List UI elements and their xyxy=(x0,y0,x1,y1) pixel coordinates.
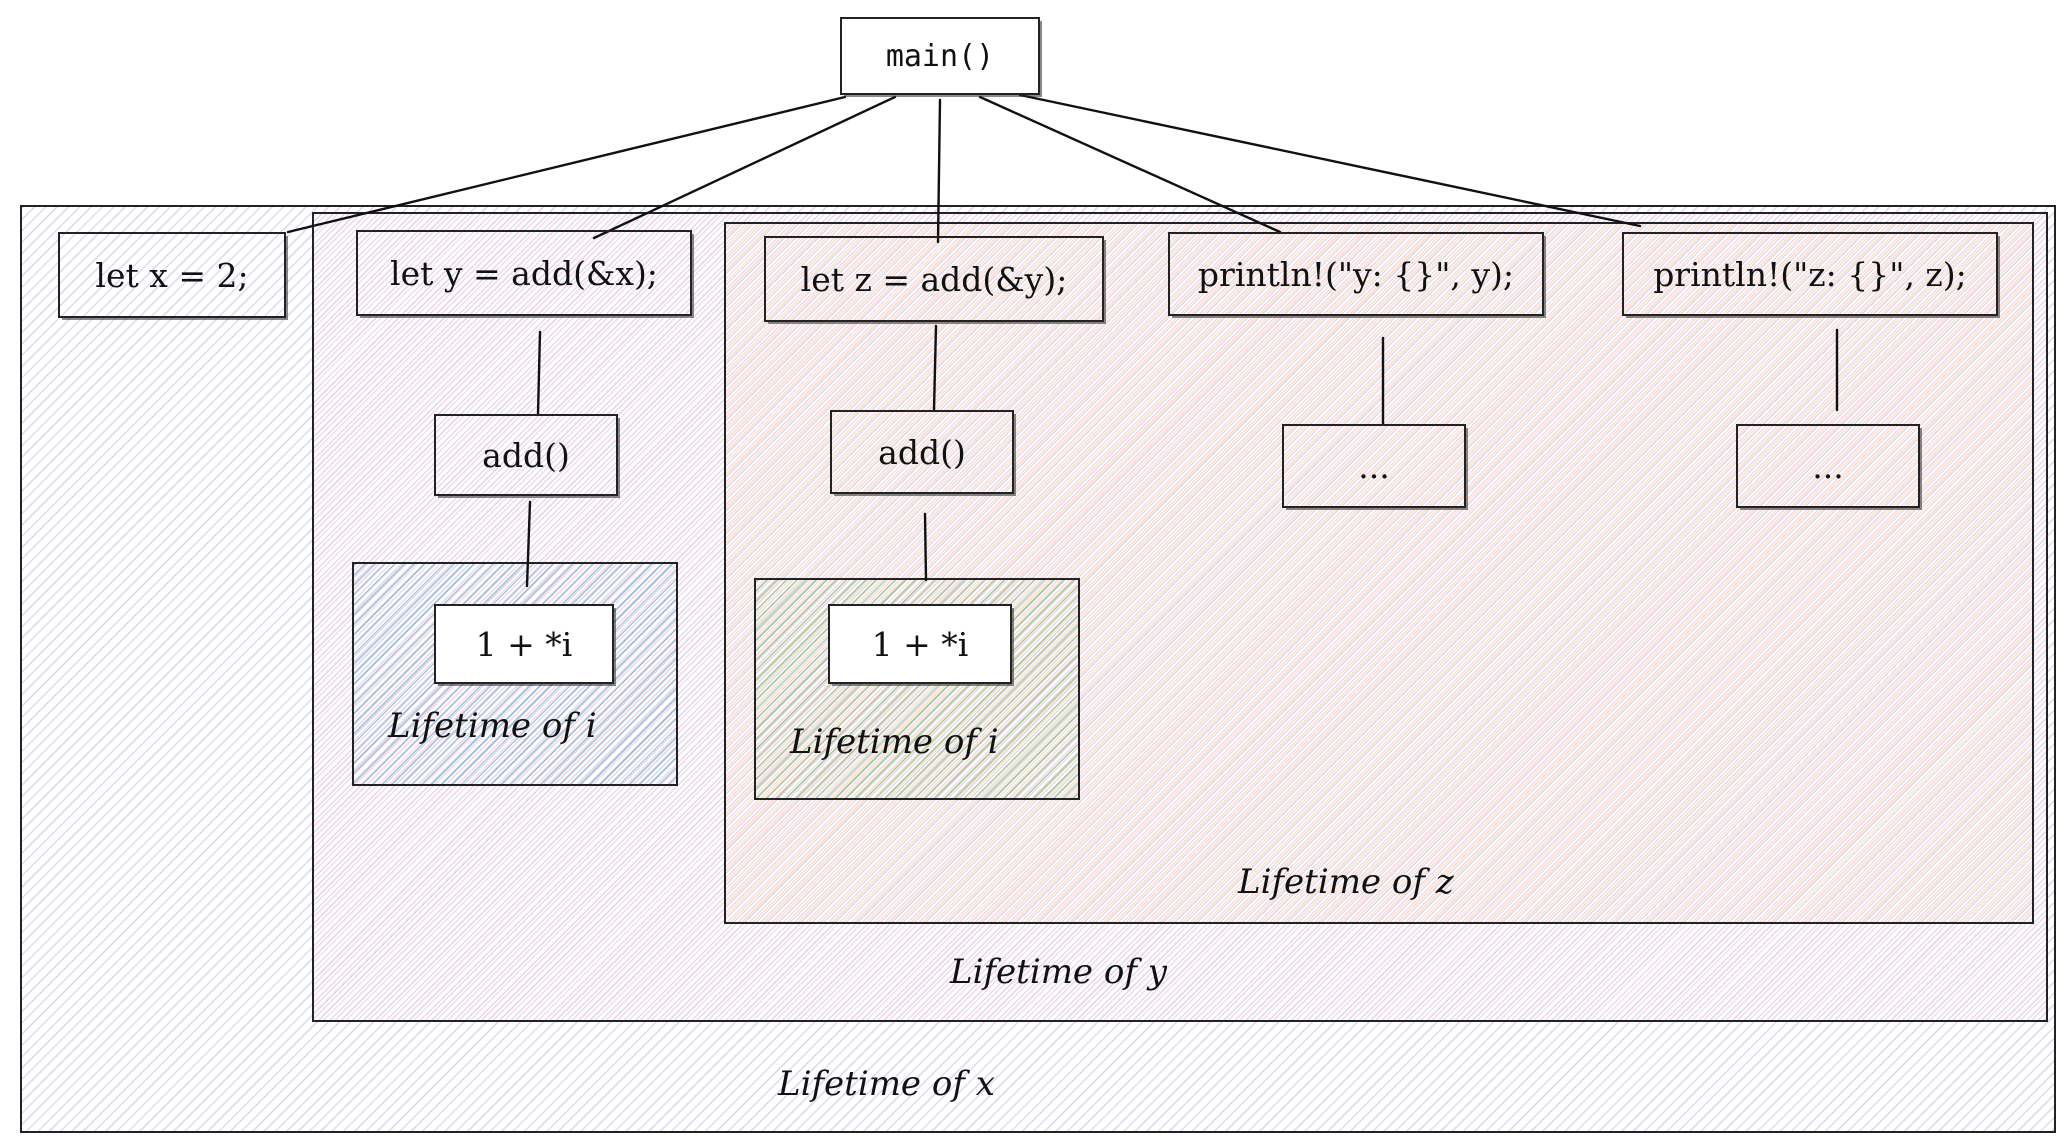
lifetime-z-region xyxy=(724,222,2034,924)
lifetime-x-label: Lifetime of x xyxy=(778,1064,995,1104)
edge-add-y-expr xyxy=(525,500,532,588)
let-x-statement: let x = 2; xyxy=(58,232,286,318)
lifetime-z-label: Lifetime of z xyxy=(1238,862,1454,902)
edge-main-let-x xyxy=(286,95,847,234)
edge-let-z-add xyxy=(932,324,938,412)
add-call-y: add() xyxy=(434,414,618,496)
edge-main-println-z xyxy=(1018,93,1642,228)
add-body-expression-z: 1 + *i xyxy=(828,604,1012,684)
add-body-expression-y: 1 + *i xyxy=(434,604,614,684)
println-y-body-ellipsis: ... xyxy=(1282,424,1466,508)
lifetime-y-label: Lifetime of y xyxy=(950,952,1167,992)
main-function-node: main() xyxy=(840,17,1040,95)
edge-let-y-add xyxy=(536,330,542,416)
lifetime-i-first-label: Lifetime of i xyxy=(388,706,597,746)
edge-main-let-y xyxy=(592,95,897,240)
edge-add-z-expr xyxy=(923,512,928,582)
let-y-statement: let y = add(&x); xyxy=(356,230,692,316)
edge-main-println-y xyxy=(978,95,1282,234)
println-z-statement: println!("z: {}", z); xyxy=(1622,232,1998,316)
println-z-body-ellipsis: ... xyxy=(1736,424,1920,508)
println-y-statement: println!("y: {}", y); xyxy=(1168,232,1544,316)
add-call-z: add() xyxy=(830,410,1014,494)
lifetime-i-second-label: Lifetime of i xyxy=(790,722,999,762)
let-z-statement: let z = add(&y); xyxy=(764,236,1104,322)
edge-main-let-z xyxy=(936,98,942,244)
